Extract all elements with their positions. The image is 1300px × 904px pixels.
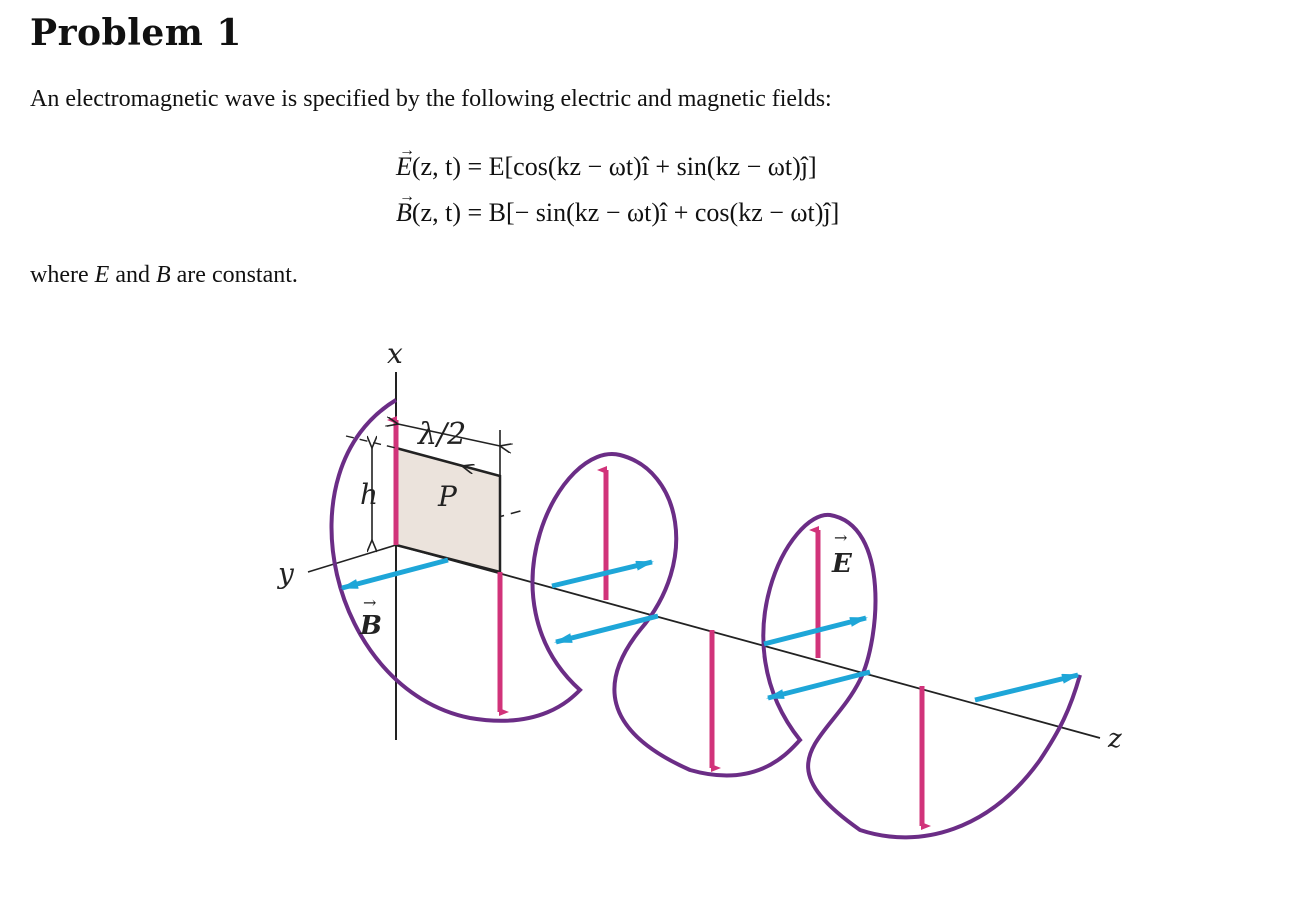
b-field-symbol: B <box>396 174 415 236</box>
where-text-1: where <box>30 262 95 288</box>
b-field-arrow <box>763 615 868 647</box>
b-field-arrow <box>551 559 654 589</box>
b-field-rhs: B[− sin(kz − ωt)î + cos(kz − ωt)ĵ] <box>488 198 840 227</box>
z-axis-line <box>395 544 1101 739</box>
where-var-b: B <box>155 262 171 288</box>
b-field-args: (z, t) = <box>411 198 489 227</box>
y-axis-label: y <box>276 557 295 590</box>
y-axis-line <box>307 544 397 573</box>
svg-text:B: B <box>359 611 382 641</box>
b-field-arrow <box>554 613 659 645</box>
svg-text:E: E <box>831 549 853 579</box>
h-label: h <box>360 478 378 511</box>
electric-field-equation: E(z, t) = E[cos(kz − ωt)î + sin(kz − ωt)… <box>396 128 839 190</box>
e-field-args: (z, t) = <box>411 152 489 181</box>
lambda-label: λ/2 <box>417 417 466 452</box>
b-field-arrow <box>974 672 1080 703</box>
e-field-rhs: E[cos(kz − ωt)î + sin(kz − ωt)ĵ] <box>488 152 817 181</box>
z-axis-label: z <box>1107 724 1122 754</box>
where-text-2: and <box>109 262 156 288</box>
where-var-e: E <box>94 262 110 288</box>
p-label: P <box>437 480 458 513</box>
b-field-arrow <box>340 557 449 591</box>
helix-curve <box>329 398 1082 840</box>
b-vector-label: → B <box>359 593 382 641</box>
e-vector-label: → E <box>831 528 853 579</box>
constants-note: where E and B are constant. <box>30 262 298 289</box>
b-field-arrow <box>766 669 871 701</box>
problem-intro: An electromagnetic wave is specified by … <box>30 86 832 112</box>
where-text-3: are constant. <box>170 262 298 288</box>
svg-text:→: → <box>834 528 847 547</box>
svg-text:→: → <box>363 593 376 612</box>
field-equations: E(z, t) = E[cos(kz − ωt)î + sin(kz − ωt)… <box>396 128 840 236</box>
problem-title: Problem 1 <box>30 12 242 54</box>
rect-direction-arrow <box>429 456 462 466</box>
magnetic-field-equation: B(z, t) = B[− sin(kz − ωt)î + cos(kz − ω… <box>396 174 840 236</box>
x-axis-label: x <box>387 337 403 370</box>
lambda-dimension-arrow <box>398 424 500 446</box>
